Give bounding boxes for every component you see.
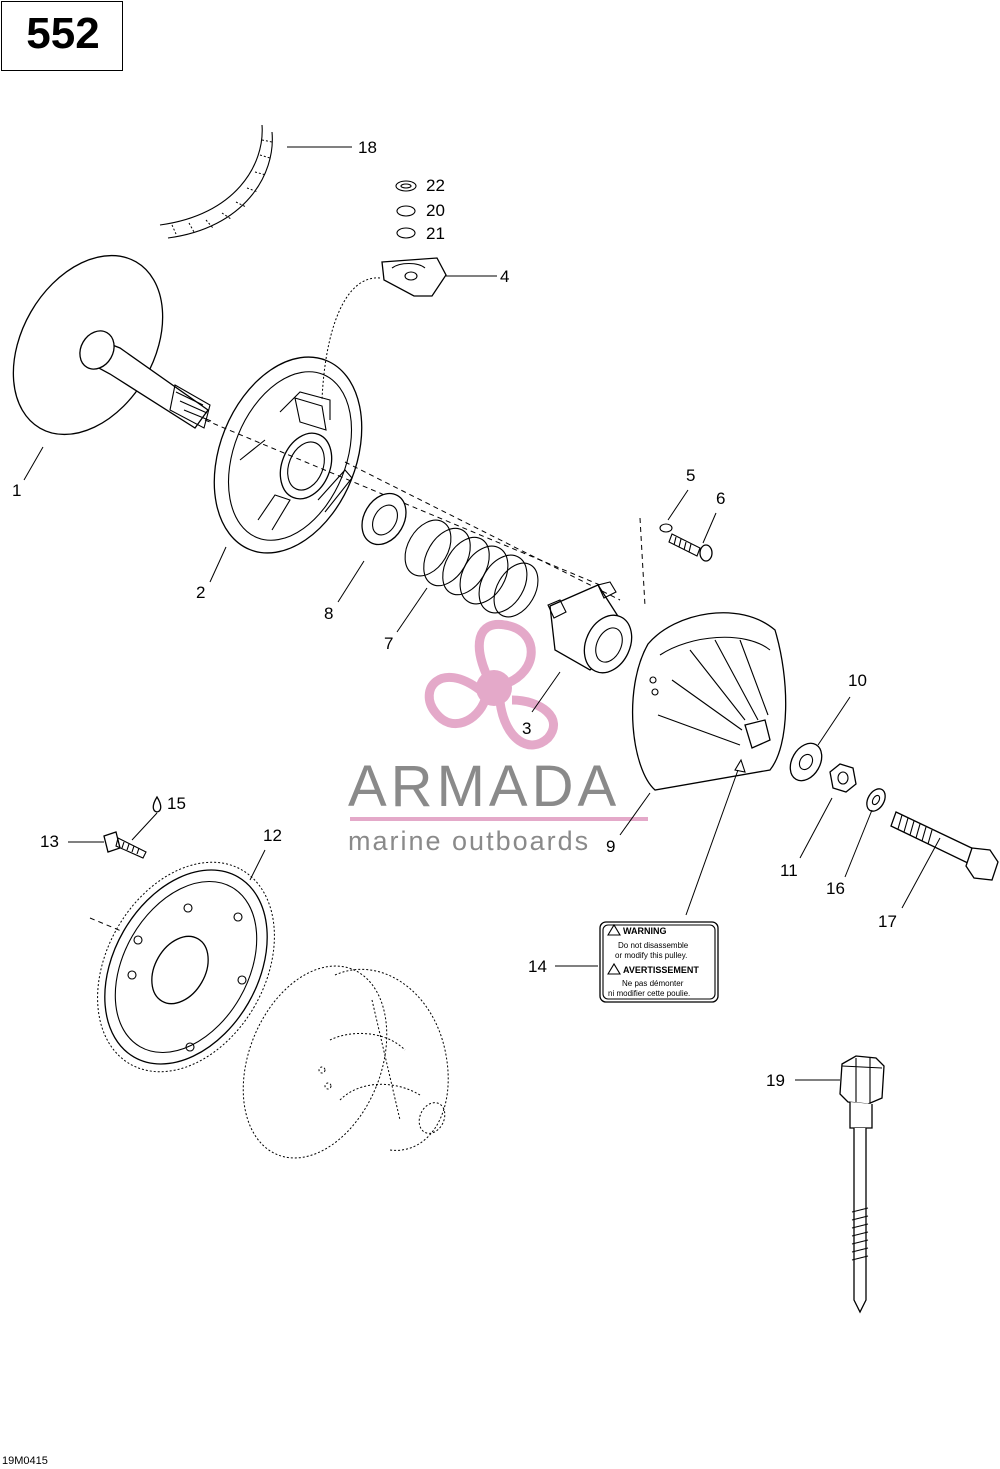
part-4-slider-shoe bbox=[321, 257, 447, 401]
callout-15: 15 bbox=[167, 794, 186, 813]
parts-20-21-22-rings bbox=[395, 180, 417, 239]
callout-22: 22 bbox=[426, 176, 445, 195]
warning-line-2: or modify this pulley. bbox=[615, 951, 687, 960]
leader-lines bbox=[23, 146, 941, 1081]
part-10-washer bbox=[789, 742, 823, 782]
callout-16: 16 bbox=[826, 879, 845, 898]
part-17-bolt bbox=[890, 811, 999, 881]
page-number: 552 bbox=[26, 9, 100, 58]
callout-8: 8 bbox=[324, 604, 333, 623]
callout-5: 5 bbox=[686, 466, 695, 485]
callout-2: 2 bbox=[196, 583, 205, 602]
callout-4: 4 bbox=[500, 267, 509, 286]
part-7-spring bbox=[404, 519, 539, 618]
callout-7: 7 bbox=[384, 634, 393, 653]
warning-line-4: ni modifier cette poulie. bbox=[608, 989, 690, 998]
callout-21: 21 bbox=[426, 224, 445, 243]
part-16-lock-washer bbox=[866, 788, 886, 812]
warning-line-1: Do not disassemble bbox=[618, 941, 689, 950]
part-3-cam bbox=[547, 581, 633, 674]
watermark-brand: ARMADA bbox=[348, 754, 620, 819]
callout-14: 14 bbox=[528, 957, 547, 976]
part-1-fixed-half bbox=[12, 254, 212, 436]
callout-6: 6 bbox=[716, 489, 725, 508]
part-11-nut bbox=[829, 763, 857, 793]
part-12-ring-gear bbox=[97, 861, 275, 1073]
warning-line-3: Ne pas démonter bbox=[622, 979, 684, 988]
callout-19: 19 bbox=[766, 1071, 785, 1090]
callout-12: 12 bbox=[263, 826, 282, 845]
armada-logo: ARMADA marine outboards bbox=[348, 619, 648, 856]
part-9-governor-cup bbox=[632, 612, 787, 791]
callout-1: 1 bbox=[12, 481, 21, 500]
phantom-driven-pulley bbox=[242, 965, 449, 1159]
part-18-drive-belt bbox=[159, 124, 273, 239]
callout-numbers: 1 2 3 4 5 6 7 8 9 10 11 12 13 14 15 16 1… bbox=[12, 138, 897, 1090]
part-19-puller-bolt bbox=[839, 1055, 885, 1314]
warning-title-fr: AVERTISSEMENT bbox=[623, 965, 699, 975]
callout-18: 18 bbox=[358, 138, 377, 157]
callout-17: 17 bbox=[878, 912, 897, 931]
callout-11: 11 bbox=[780, 861, 798, 880]
part-14-warning-label: WARNING Do not disassemble or modify thi… bbox=[599, 921, 719, 1003]
callout-3: 3 bbox=[522, 719, 531, 738]
callout-13: 13 bbox=[40, 832, 59, 851]
drawing-reference: 19M0415 bbox=[2, 1455, 48, 1467]
part-8-washer bbox=[361, 492, 407, 546]
callout-9: 9 bbox=[606, 837, 615, 856]
callout-20: 20 bbox=[426, 201, 445, 220]
page-number-box: 552 bbox=[1, 1, 123, 71]
parts-13-15-screw bbox=[103, 795, 162, 859]
callout-10: 10 bbox=[848, 671, 867, 690]
watermark-tagline: marine outboards bbox=[348, 826, 590, 856]
warning-title-en: WARNING bbox=[623, 926, 667, 936]
parts-5-6-screw bbox=[659, 523, 713, 562]
